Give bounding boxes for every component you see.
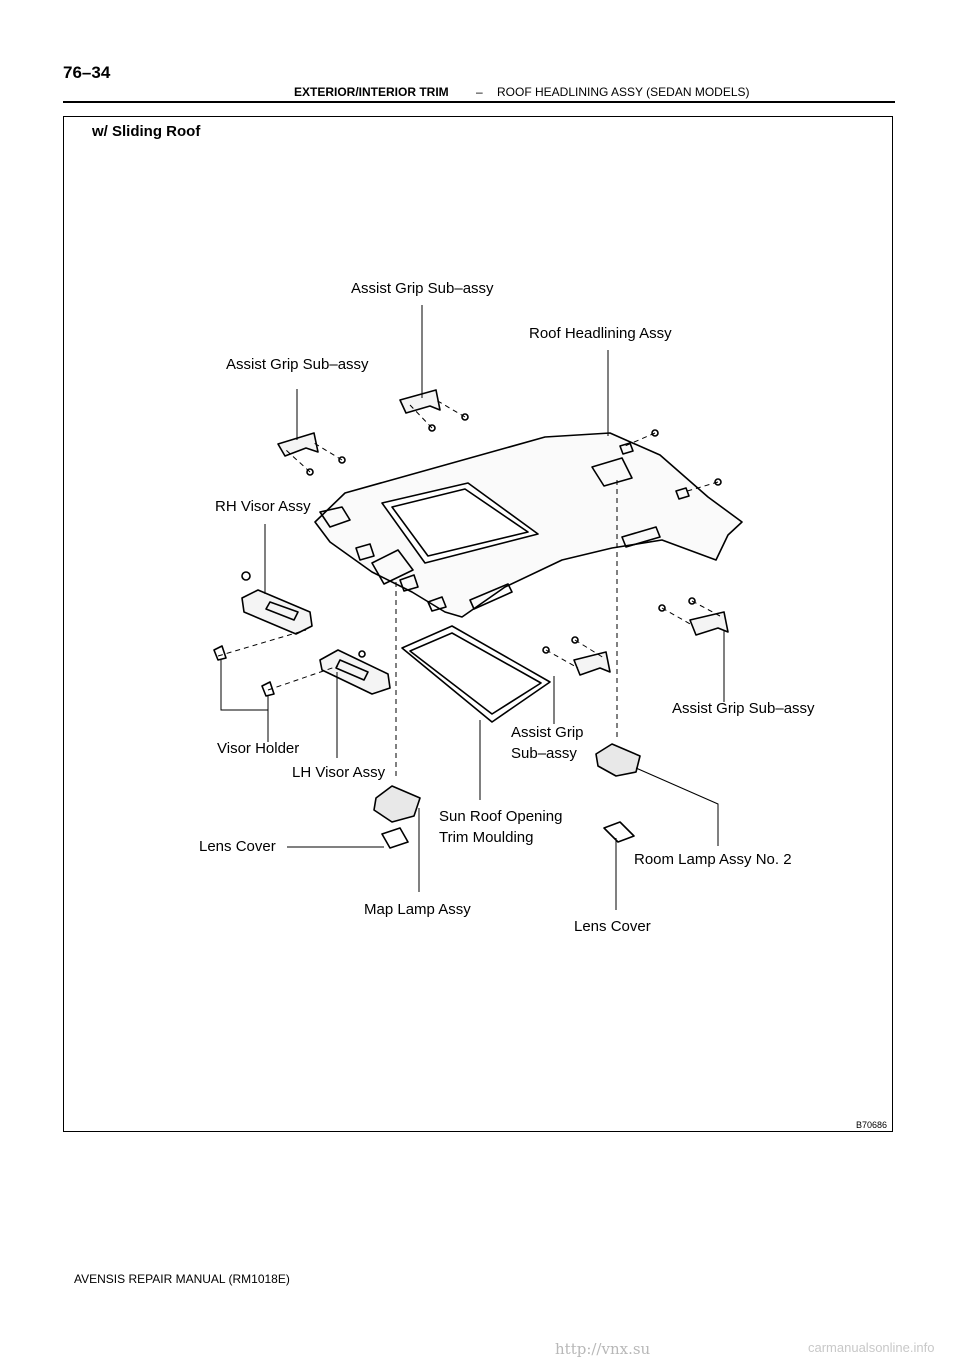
callout-sun-roof-line1: Sun Roof Opening [439, 808, 563, 825]
callout-sun-roof-line2: Trim Moulding [439, 829, 534, 846]
assist-grip-center-shape [542, 636, 611, 676]
callout-assist-grip-center-line1: Assist Grip [511, 724, 584, 741]
figure-frame [63, 116, 893, 1132]
callout-lh-visor: LH Visor Assy [292, 764, 386, 781]
callout-roof-headlining: Roof Headlining Assy [529, 325, 672, 342]
callout-rh-visor: RH Visor Assy [215, 498, 311, 515]
assist-grip-top-shape [399, 389, 469, 432]
header-rule [63, 101, 895, 103]
sun-roof-trim-moulding-shape [401, 625, 551, 723]
watermark-url: http://vnx.su [555, 1340, 651, 1358]
figure-code: B70686 [856, 1120, 888, 1130]
rh-visor-shape [241, 571, 313, 635]
callout-room-lamp: Room Lamp Assy No. 2 [634, 851, 792, 868]
callout-visor-holder: Visor Holder [217, 740, 300, 757]
assist-grip-left-shape [277, 432, 346, 476]
map-lamp-shape [373, 785, 421, 823]
callout-map-lamp: Map Lamp Assy [364, 901, 471, 918]
assist-grip-right-shape [658, 597, 729, 636]
figure-subtitle: w/ Sliding Roof [92, 123, 201, 140]
watermark-site: carmanualsonline.info [808, 1340, 935, 1355]
visor-holder-shape [213, 645, 227, 661]
callout-assist-grip-right: Assist Grip Sub–assy [672, 700, 815, 717]
callout-assist-grip-center-line2: Sub–assy [511, 745, 577, 762]
callout-assist-grip-left: Assist Grip Sub–assy [226, 356, 369, 373]
header-subsection: ROOF HEADLINING ASSY (SEDAN MODELS) [497, 85, 750, 99]
lh-visor-shape [319, 649, 391, 695]
header-section: EXTERIOR/INTERIOR TRIM [294, 85, 449, 99]
footer-manual-id: AVENSIS REPAIR MANUAL (RM1018E) [74, 1272, 290, 1286]
callout-assist-grip-top: Assist Grip Sub–assy [351, 280, 494, 297]
header-separator: – [476, 85, 483, 99]
room-lamp-shape [595, 743, 641, 777]
callout-lens-cover-left: Lens Cover [199, 838, 276, 855]
roof-headlining-panel [314, 432, 743, 618]
callout-lens-cover-right: Lens Cover [574, 918, 651, 935]
page-number: 76–34 [63, 63, 111, 82]
